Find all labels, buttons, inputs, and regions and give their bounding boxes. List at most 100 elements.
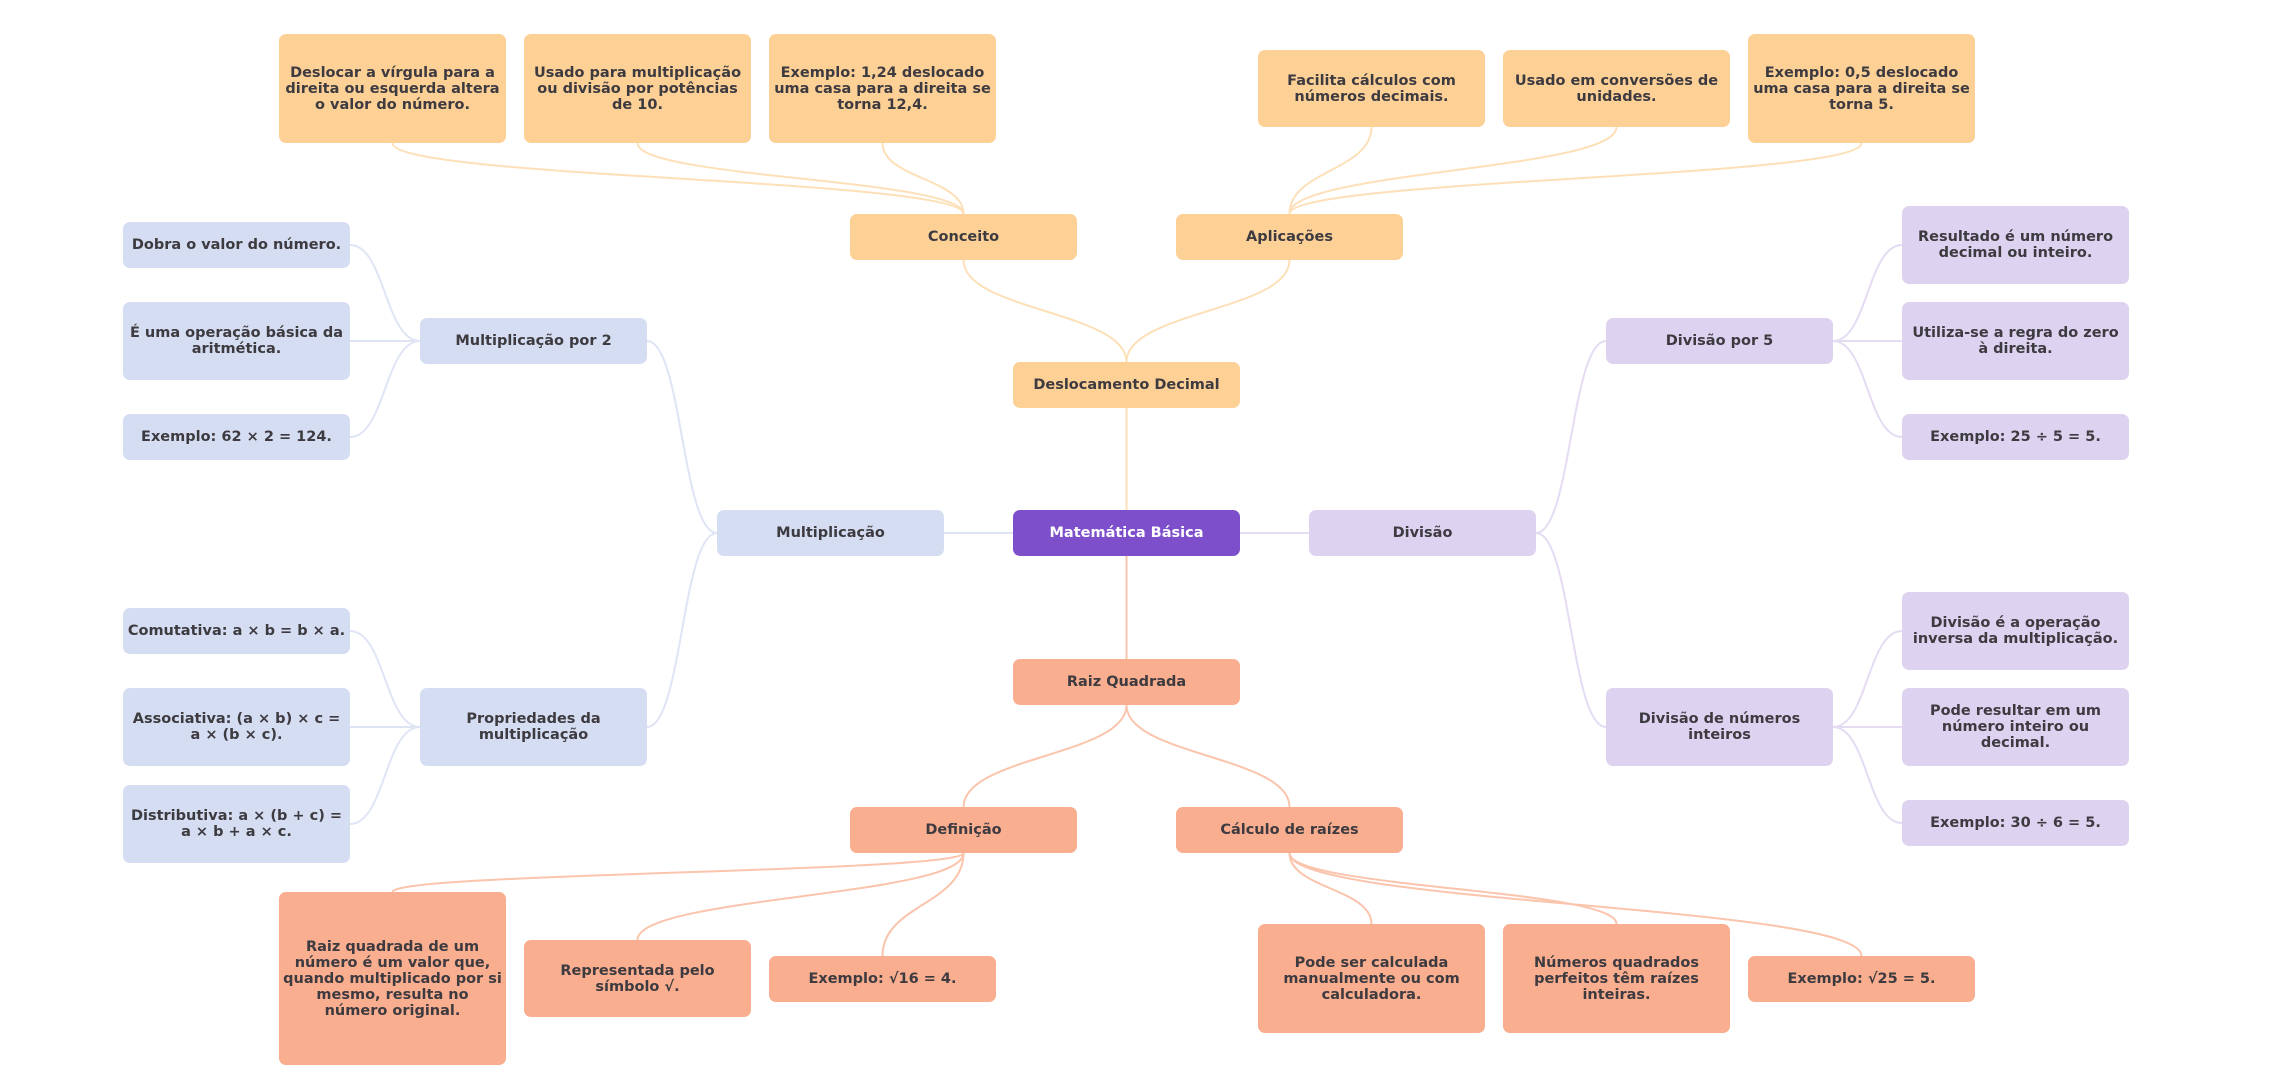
leaf-text: Representada pelo símbolo √. (560, 962, 715, 995)
leaf-propriedades-2[interactable]: Associativa: (a × b) × c = a × (b × c). (123, 688, 350, 766)
leaf-text: Números quadrados perfeitos têm raízes i… (1534, 954, 1699, 1003)
node-divisao-por-5[interactable]: Divisão por 5 (1606, 318, 1833, 364)
leaf-text: Associativa: (a × b) × c = a × (b × c). (132, 711, 341, 743)
node-label: Divisão por 5 (1665, 333, 1774, 349)
leaf-text: Exemplo: 1,24 deslocado uma casa para a … (774, 64, 991, 113)
leaf-por2-1[interactable]: Dobra o valor do número. (123, 222, 350, 268)
node-label: Conceito (927, 229, 1000, 245)
leaf-definicao-2[interactable]: Representada pelo símbolo √. (524, 940, 751, 1017)
edge-node-aplicacoes-to-leaf-aplicacoes-1 (1288, 126, 1373, 215)
node-label: Multiplicação (776, 525, 885, 541)
leaf-text: Deslocar a vírgula para a direita ou esq… (285, 64, 500, 113)
leaf-aplicacoes-1[interactable]: Facilita cálculos com números decimais. (1258, 50, 1485, 127)
leaf-propriedades-3[interactable]: Distributiva: a × (b + c) = a × b + a × … (123, 785, 350, 863)
leaf-text: Utiliza-se a regra do zero à direita. (1912, 325, 2119, 357)
leaf-inteiros-3[interactable]: Exemplo: 30 ÷ 6 = 5. (1902, 800, 2129, 846)
leaf-calculo-3[interactable]: Exemplo: √25 = 5. (1748, 956, 1975, 1002)
edge-node-definicao-to-leaf-definicao-2 (636, 852, 965, 941)
leaf-text: Exemplo: 62 × 2 = 124. (141, 429, 332, 445)
node-label: Deslocamento Decimal (1033, 377, 1220, 393)
edge-node-calculo-raizes-to-leaf-calculo-3 (1288, 852, 1863, 957)
leaf-text: Exemplo: 25 ÷ 5 = 5. (1930, 429, 2101, 445)
leaf-inteiros-1[interactable]: Divisão é a operação inversa da multipli… (1902, 592, 2129, 670)
node-multiplicacao-por-2[interactable]: Multiplicação por 2 (420, 318, 647, 364)
leaf-por2-2[interactable]: É uma operação básica da aritmética. (123, 302, 350, 380)
edge-node-multiplicacao-por-2-to-leaf-por2-3 (349, 340, 421, 438)
edge-node-multiplicacao-to-node-propriedades (646, 532, 718, 728)
edge-node-deslocamento-decimal-to-node-aplicacoes (1125, 259, 1291, 363)
node-divisao[interactable]: Divisão (1309, 510, 1536, 556)
node-label: Raiz Quadrada (1066, 674, 1187, 690)
node-label: Propriedades da multiplicação (466, 711, 601, 743)
leaf-text: Pode resultar em um número inteiro ou de… (1929, 703, 2102, 751)
edge-node-raiz-quadrada-to-node-calculo-raizes (1125, 704, 1291, 808)
node-raiz-quadrada[interactable]: Raiz Quadrada (1013, 659, 1240, 705)
leaf-aplicacoes-2[interactable]: Usado em conversões de unidades. (1503, 50, 1730, 127)
leaf-text: Exemplo: √16 = 4. (808, 971, 957, 987)
edge-node-conceito-to-leaf-conceito-2 (636, 142, 965, 215)
leaf-text: Distributiva: a × (b + c) = a × b + a × … (130, 808, 343, 840)
node-deslocamento-decimal[interactable]: Deslocamento Decimal (1013, 362, 1240, 408)
leaf-text: Dobra o valor do número. (131, 237, 342, 253)
root-node[interactable]: Matemática Básica (1013, 510, 1240, 556)
node-propriedades[interactable]: Propriedades da multiplicação (420, 688, 647, 766)
node-definicao[interactable]: Definição (850, 807, 1077, 853)
node-label: Aplicações (1246, 229, 1333, 245)
leaf-definicao-1[interactable]: Raiz quadrada de um número é um valor qu… (279, 892, 506, 1065)
leaf-definicao-3[interactable]: Exemplo: √16 = 4. (769, 956, 996, 1002)
leaf-text: Divisão é a operação inversa da multipli… (1912, 615, 2119, 647)
node-multiplicacao[interactable]: Multiplicação (717, 510, 944, 556)
edge-node-divisao-inteiros-to-leaf-inteiros-1 (1832, 630, 1903, 728)
edge-node-conceito-to-leaf-conceito-1 (391, 142, 965, 215)
leaf-conceito-3[interactable]: Exemplo: 1,24 deslocado uma casa para a … (769, 34, 996, 143)
root-node-label: Matemática Básica (1049, 525, 1204, 541)
edge-node-divisao-to-node-divisao-por-5 (1535, 340, 1607, 534)
leaf-text: Raiz quadrada de um número é um valor qu… (283, 938, 502, 1019)
edge-node-propriedades-to-leaf-propriedades-1 (349, 630, 421, 728)
edge-node-multiplicacao-to-node-multiplicacao-por-2 (646, 340, 718, 534)
leaf-text: Comutativa: a × b = b × a. (127, 623, 346, 639)
edge-node-raiz-quadrada-to-node-definicao (962, 704, 1128, 808)
edge-node-aplicacoes-to-leaf-aplicacoes-3 (1288, 142, 1863, 215)
node-conceito[interactable]: Conceito (850, 214, 1077, 260)
node-label: Divisão (1392, 525, 1453, 541)
edge-node-definicao-to-leaf-definicao-1 (391, 852, 965, 893)
leaf-text: Usado em conversões de unidades. (1514, 72, 1719, 105)
leaf-por5-2[interactable]: Utiliza-se a regra do zero à direita. (1902, 302, 2129, 380)
edge-node-calculo-raizes-to-leaf-calculo-1 (1288, 852, 1373, 925)
edge-node-calculo-raizes-to-leaf-calculo-2 (1288, 852, 1618, 925)
leaf-propriedades-1[interactable]: Comutativa: a × b = b × a. (123, 608, 350, 654)
node-label: Multiplicação por 2 (455, 333, 612, 349)
edge-node-divisao-por-5-to-leaf-por5-3 (1832, 340, 1903, 438)
node-aplicacoes[interactable]: Aplicações (1176, 214, 1403, 260)
leaf-inteiros-2[interactable]: Pode resultar em um número inteiro ou de… (1902, 688, 2129, 766)
edge-node-divisao-inteiros-to-leaf-inteiros-3 (1832, 726, 1903, 824)
leaf-text: Usado para multiplicação ou divisão por … (533, 64, 742, 113)
leaf-text: É uma operação básica da aritmética. (129, 325, 344, 357)
node-label: Cálculo de raízes (1220, 822, 1359, 838)
leaf-por5-3[interactable]: Exemplo: 25 ÷ 5 = 5. (1902, 414, 2129, 460)
leaf-text: Pode ser calculada manualmente ou com ca… (1283, 954, 1460, 1003)
leaf-aplicacoes-3[interactable]: Exemplo: 0,5 deslocado uma casa para a d… (1748, 34, 1975, 143)
leaf-calculo-2[interactable]: Números quadrados perfeitos têm raízes i… (1503, 924, 1730, 1033)
node-label: Definição (925, 822, 1002, 838)
edge-node-deslocamento-decimal-to-node-conceito (962, 259, 1128, 363)
leaf-text: Resultado é um número decimal ou inteiro… (1917, 229, 2114, 261)
leaf-text: Facilita cálculos com números decimais. (1287, 72, 1456, 105)
edge-node-propriedades-to-leaf-propriedades-3 (349, 726, 421, 825)
edge-node-definicao-to-leaf-definicao-3 (881, 852, 965, 957)
edge-node-divisao-por-5-to-leaf-por5-1 (1832, 244, 1903, 342)
leaf-calculo-1[interactable]: Pode ser calculada manualmente ou com ca… (1258, 924, 1485, 1033)
leaf-text: Exemplo: 0,5 deslocado uma casa para a d… (1753, 64, 1970, 113)
node-calculo-raizes[interactable]: Cálculo de raízes (1176, 807, 1403, 853)
edge-node-multiplicacao-por-2-to-leaf-por2-1 (349, 244, 421, 342)
node-divisao-inteiros[interactable]: Divisão de números inteiros (1606, 688, 1833, 766)
node-label: Divisão de números inteiros (1638, 711, 1801, 743)
edge-node-conceito-to-leaf-conceito-3 (881, 142, 965, 215)
leaf-por2-3[interactable]: Exemplo: 62 × 2 = 124. (123, 414, 350, 460)
leaf-text: Exemplo: 30 ÷ 6 = 5. (1930, 815, 2101, 831)
leaf-conceito-1[interactable]: Deslocar a vírgula para a direita ou esq… (279, 34, 506, 143)
leaf-por5-1[interactable]: Resultado é um número decimal ou inteiro… (1902, 206, 2129, 284)
leaf-conceito-2[interactable]: Usado para multiplicação ou divisão por … (524, 34, 751, 143)
